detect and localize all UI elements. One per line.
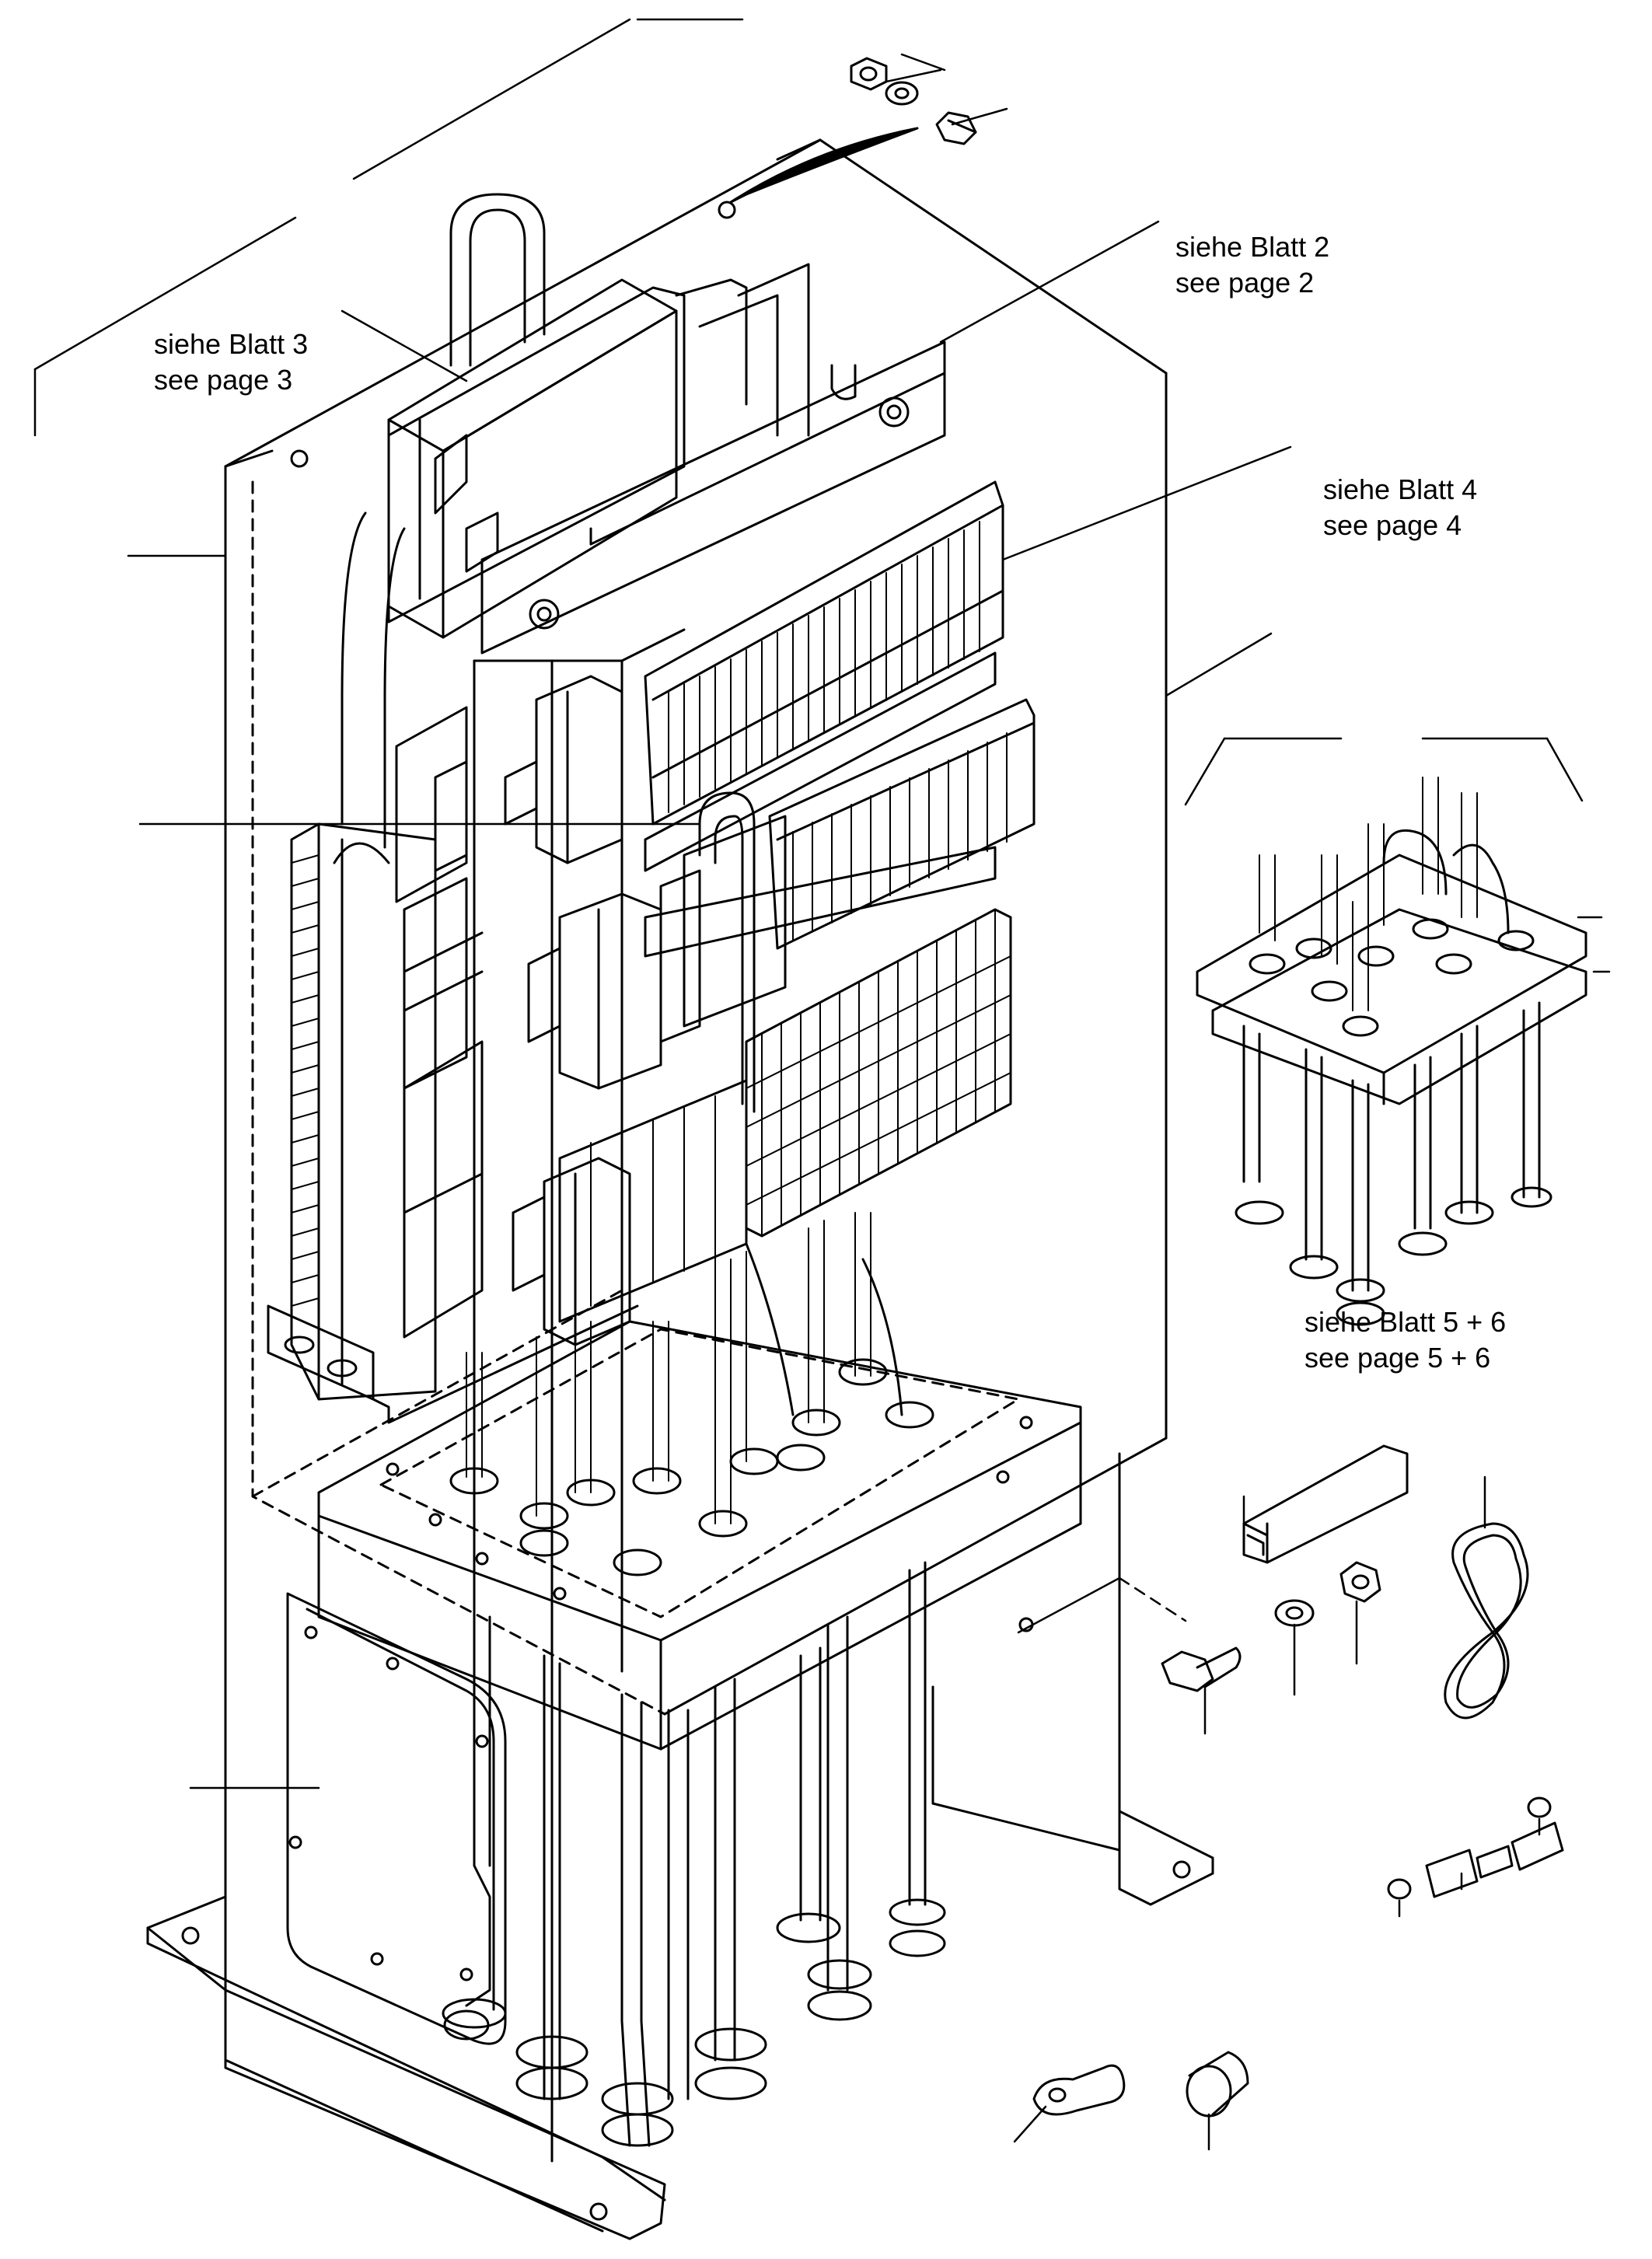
- callout-page56-en: see page 5 + 6: [1304, 1342, 1491, 1374]
- callout-page4-en: see page 4: [1323, 509, 1462, 541]
- callout-page3-en: see page 3: [154, 364, 293, 396]
- spring-parts: [1387, 1796, 1564, 1900]
- callout-page3: siehe Blatt 3 see page 3: [154, 326, 308, 398]
- wiring-duct: [267, 512, 639, 1424]
- callout-page56: siehe Blatt 5 + 6 see page 5 + 6: [1304, 1304, 1506, 1376]
- bolt-nut-washer: [1161, 1561, 1381, 1692]
- top-bolt-set: [729, 57, 977, 204]
- callout-page2-de: siehe Blatt 2: [1175, 231, 1330, 263]
- leader-lines: [33, 18, 1611, 2151]
- base-feet: [146, 1810, 1214, 2240]
- terminal-bank-lower: [558, 908, 1012, 1323]
- wires-to-plate: [466, 1212, 871, 1524]
- interior-modules-left: [395, 706, 484, 1339]
- gland-nuts: [449, 1358, 934, 1576]
- lifting-handle: [449, 193, 546, 367]
- callout-page3-de: siehe Blatt 3: [154, 328, 309, 360]
- cover-plate: [286, 1592, 507, 2045]
- callout-page56-de: siehe Blatt 5 + 6: [1304, 1306, 1507, 1338]
- callout-page4-de: siehe Blatt 4: [1323, 473, 1478, 505]
- rubber-edge-strip: [1242, 1444, 1409, 1564]
- relay-modules: [504, 675, 787, 1346]
- front-frame-bars: [473, 628, 686, 2163]
- callout-page4: siehe Blatt 4 see page 4: [1323, 472, 1477, 543]
- callout-page2-en: see page 2: [1175, 267, 1315, 299]
- cable-lug: [1032, 2051, 1249, 2118]
- flexible-conduits: [442, 1561, 946, 2147]
- gland-plate: [317, 1320, 1082, 1751]
- back-panels: [675, 263, 810, 437]
- callout-page2: siehe Blatt 2 see page 2: [1175, 229, 1329, 301]
- gland-plate-assembly: [1196, 777, 1587, 1326]
- terminal-rail-middle: [644, 698, 1036, 958]
- cable-bundle-coil: [1444, 1522, 1529, 1720]
- cabinet-enclosure: [224, 138, 1168, 2233]
- transformer-block: [387, 278, 678, 639]
- internal-cable-loops: [698, 791, 903, 1416]
- mounting-plate-upper: [387, 286, 946, 655]
- terminal-rail-top: [644, 480, 1004, 872]
